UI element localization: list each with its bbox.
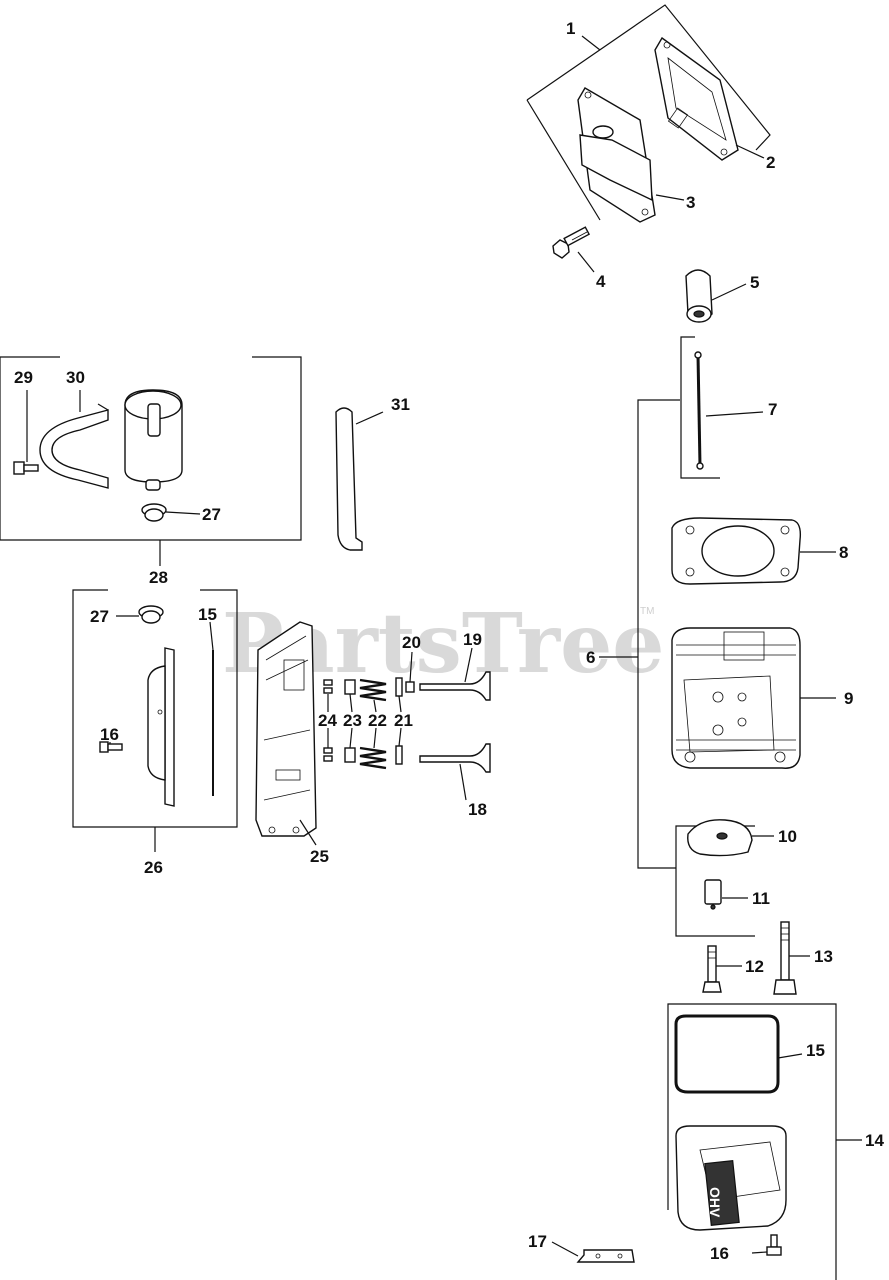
part-25-cylinder-head-side (255, 621, 317, 837)
callout-30: 30 (66, 368, 85, 387)
part-16-screw-left (99, 741, 123, 753)
callout-17: 17 (528, 1232, 547, 1251)
callout-16-left: 16 (100, 725, 119, 744)
part-22-valve-springs (359, 678, 387, 770)
part-4-bolt (552, 226, 591, 259)
callout-28: 28 (149, 568, 168, 587)
callout-22: 22 (368, 711, 387, 730)
callout-20: 20 (402, 633, 421, 652)
callout-1: 1 (566, 19, 575, 38)
callout-3: 3 (686, 193, 695, 212)
callout-11: 11 (752, 889, 770, 908)
part-7-push-rod (694, 351, 704, 470)
callout-9: 9 (844, 689, 853, 708)
callout-23: 23 (343, 711, 362, 730)
callout-16-right: 16 (710, 1244, 729, 1263)
part-16-cover-screw (766, 1234, 782, 1256)
part-17-bracket (576, 1249, 635, 1263)
group-box-7 (680, 336, 720, 479)
part-10-rocker-arm (687, 819, 753, 857)
callout-14: 14 (865, 1131, 884, 1150)
callout-26: 26 (144, 858, 163, 877)
part-18-exhaust-valve (419, 743, 491, 773)
callout-5: 5 (750, 273, 759, 292)
callout-8: 8 (839, 543, 848, 562)
part-27-grommet-middle (138, 605, 164, 624)
callout-10: 10 (778, 827, 797, 846)
callout-27-upper: 27 (202, 505, 221, 524)
part-27-grommet-upper (141, 503, 167, 522)
group-frame-1 (526, 4, 771, 151)
part-30-clamp (39, 403, 109, 489)
part-19-intake-valve (419, 671, 491, 701)
part-8-head-gasket (671, 517, 802, 585)
leader-lines (26, 35, 836, 1257)
callout-12: 12 (745, 957, 764, 976)
part-14-valve-cover: OHV (675, 1125, 787, 1231)
callout-18: 18 (468, 800, 487, 819)
group-box-28 (0, 356, 302, 541)
group-bracket-6 (637, 399, 680, 869)
callout-15-left: 15 (198, 605, 217, 624)
callout-6: 6 (586, 648, 595, 667)
part-29-screw (13, 461, 39, 475)
ohv-logo-text: OHV (707, 1187, 723, 1218)
callout-7: 7 (768, 400, 777, 419)
callout-2: 2 (766, 153, 775, 172)
part-breather-canister (124, 389, 183, 491)
callout-29: 29 (14, 368, 33, 387)
part-31-breather-hose (335, 407, 363, 551)
part-5-tappet (685, 269, 713, 323)
part-11-pivot (704, 879, 722, 910)
part-24-valve-keepers (323, 679, 333, 762)
callout-labels: 1 2 3 4 5 6 7 8 9 10 11 12 13 14 15 15 1… (14, 19, 884, 1263)
callout-13: 13 (814, 947, 833, 966)
part-breather-plate (147, 647, 175, 807)
group-box-14 (667, 1003, 837, 1280)
watermark-trademark: TM (640, 606, 654, 617)
part-3-breather-cover (577, 87, 656, 223)
callout-31: 31 (391, 395, 410, 414)
callout-19: 19 (463, 630, 482, 649)
part-9-cylinder-head (671, 627, 801, 769)
part-2-gasket-plate (654, 36, 739, 161)
part-13-head-bolt (773, 921, 797, 995)
part-15-cover-gasket (674, 1014, 780, 1094)
part-12-stud (702, 945, 722, 993)
callout-24: 24 (318, 711, 337, 730)
callout-15-right: 15 (806, 1041, 825, 1060)
callout-4: 4 (596, 272, 606, 291)
callout-25: 25 (310, 847, 329, 866)
callout-21: 21 (394, 711, 413, 730)
callout-27-middle: 27 (90, 607, 109, 626)
part-20-valve-seal (405, 681, 415, 693)
